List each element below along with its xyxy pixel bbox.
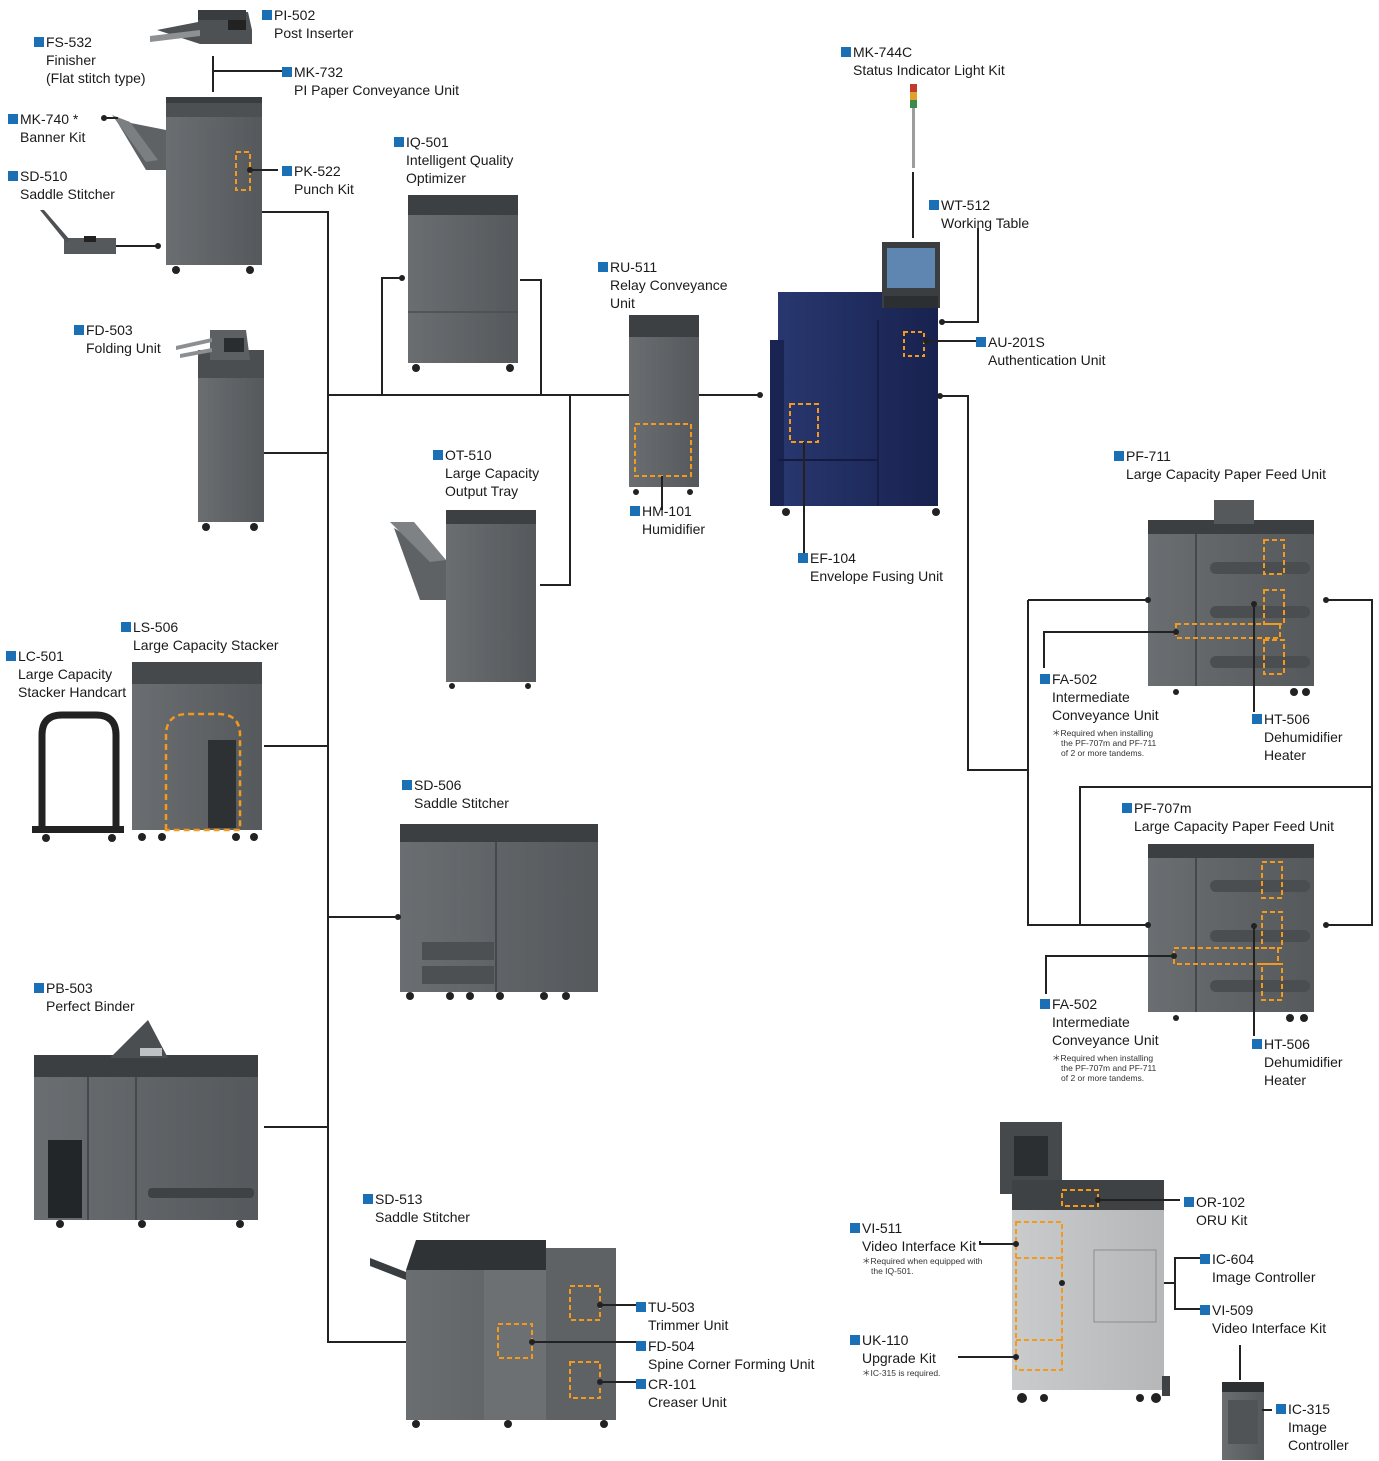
label-mk-740: MK-740 * Banner Kit <box>8 110 85 146</box>
label-pk-522: PK-522 Punch Kit <box>282 162 354 198</box>
label-fd-503: FD-503 Folding Unit <box>74 321 161 357</box>
note-vi-511: ＊Required when equipped with the IQ-501. <box>862 1256 983 1276</box>
label-uk-110: UK-110 Upgrade Kit <box>850 1331 936 1367</box>
au-201s-dashed-marker <box>903 331 925 357</box>
label-wt-512: WT-512 Working Table <box>929 196 1029 232</box>
label-pf-707m: PF-707m Large Capacity Paper Feed Unit <box>1122 799 1334 835</box>
label-lc-501: LC-501 Large Capacity Stacker Handcart <box>6 647 126 701</box>
pf-707m-paper-feed <box>1045 844 1329 1036</box>
label-fd-504: FD-504 Spine Corner Forming Unit <box>636 1337 815 1373</box>
label-pb-503: PB-503 Perfect Binder <box>34 979 135 1015</box>
sd-510-saddle-stitcher <box>40 210 161 254</box>
pb-503-perfect-binder <box>34 1020 258 1228</box>
label-pf-711: PF-711 Large Capacity Paper Feed Unit <box>1114 447 1326 483</box>
connector-lines <box>212 56 1373 1380</box>
ls-506-stacker <box>132 662 262 841</box>
label-mk-744c: MK-744C Status Indicator Light Kit <box>841 43 1005 79</box>
note-fa-502-upper: ＊Required when installing the PF-707m an… <box>1052 728 1157 758</box>
pf-711-paper-feed <box>1043 500 1329 712</box>
ic-604-controller-cabinet <box>958 1122 1180 1403</box>
label-ht-506-lower: HT-506 Dehumidifier Heater <box>1252 1035 1343 1089</box>
label-cr-101: CR-101 Creaser Unit <box>636 1375 727 1411</box>
ru-511-relay <box>629 315 763 510</box>
ot-510-output-tray <box>390 510 536 689</box>
label-au-201s: AU-201S Authentication Unit <box>976 333 1106 369</box>
label-iq-501: IQ-501 Intelligent Quality Optimizer <box>394 133 513 187</box>
ic-315-tower <box>1222 1382 1272 1460</box>
label-sd-506: SD-506 Saddle Stitcher <box>402 776 509 812</box>
label-ru-511: RU-511 Relay Conveyance Unit <box>598 258 728 312</box>
label-ef-104: EF-104 Envelope Fusing Unit <box>798 549 943 585</box>
label-pi-502: PI-502 Post Inserter <box>262 6 353 42</box>
note-fa-502-lower: ＊Required when installing the PF-707m an… <box>1052 1053 1157 1083</box>
label-sd-513: SD-513 Saddle Stitcher <box>363 1190 470 1226</box>
note-uk-110: ＊IC-315 is required. <box>862 1368 941 1378</box>
label-hm-101: HM-101 Humidifier <box>630 502 705 538</box>
fd-503-folding-unit <box>176 330 264 531</box>
label-ic-604: IC-604 Image Controller <box>1200 1250 1316 1286</box>
leader-dots <box>101 115 278 173</box>
pi-502-post-inserter <box>150 10 252 44</box>
label-tu-503: TU-503 Trimmer Unit <box>636 1298 728 1334</box>
label-vi-511: VI-511 Video Interface Kit <box>850 1219 976 1255</box>
label-sd-510: SD-510 Saddle Stitcher <box>8 167 115 203</box>
iq-501-optimizer <box>399 195 518 372</box>
sd-513-saddle-stitcher <box>370 1240 636 1428</box>
label-fs-532: FS-532 Finisher (Flat stitch type) <box>34 33 146 87</box>
label-ot-510: OT-510 Large Capacity Output Tray <box>433 446 539 500</box>
label-vi-509: VI-509 Video Interface Kit <box>1200 1301 1326 1337</box>
label-ic-315: IC-315 Image Controller <box>1276 1400 1349 1454</box>
mk-744c-light <box>910 84 917 168</box>
sd-506-saddle-stitcher <box>395 824 598 1000</box>
fs-532-finisher <box>112 97 262 274</box>
label-ls-506: LS-506 Large Capacity Stacker <box>121 618 279 654</box>
label-mk-732: MK-732 PI Paper Conveyance Unit <box>282 63 459 99</box>
lc-501-handcart <box>32 711 124 842</box>
label-ht-506-upper: HT-506 Dehumidifier Heater <box>1252 710 1343 764</box>
label-fa-502-lower: FA-502 Intermediate Conveyance Unit <box>1040 995 1159 1049</box>
label-fa-502-upper: FA-502 Intermediate Conveyance Unit <box>1040 670 1159 724</box>
label-or-102: OR-102 ORU Kit <box>1184 1193 1247 1229</box>
main-unit-press <box>770 242 978 556</box>
lc-501-dashed-marker <box>164 712 242 832</box>
